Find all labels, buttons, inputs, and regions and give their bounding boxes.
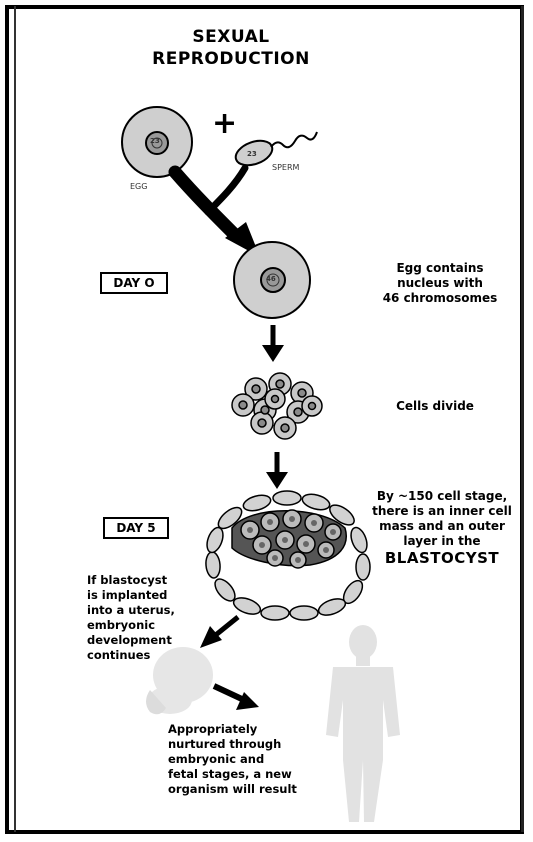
egg-description-line-2: nucleus with <box>375 276 505 291</box>
arrow-to-embryo <box>200 617 238 648</box>
implantation-line-6: continues <box>87 648 197 663</box>
blastocyst-description-line-2: there is an inner cell <box>362 504 522 519</box>
day-5-label: DAY 5 <box>103 517 169 539</box>
egg-description-line-3: 46 chromosomes <box>375 291 505 306</box>
organism-figure <box>326 625 400 822</box>
blastocyst-description-line-4: layer in the <box>362 534 522 549</box>
egg-nucleus-number: 23 <box>150 137 160 145</box>
implantation-line-4: embryonic <box>87 618 197 633</box>
blastocyst-description-line-1: By ~150 cell stage, <box>362 489 522 504</box>
implantation-line-5: development <box>87 633 197 648</box>
implantation-line-3: into a uterus, <box>87 603 197 618</box>
organism-line-5: organism will result <box>168 782 328 797</box>
egg-description: Egg contains nucleus with 46 chromosomes <box>375 261 505 306</box>
blastocyst-description-line-3: mass and an outer <box>362 519 522 534</box>
blastocyst-term: BLASTOCYST <box>362 549 522 567</box>
sperm-label: SPERM <box>272 163 299 172</box>
organism-line-2: nurtured through <box>168 737 328 752</box>
egg-label: EGG <box>130 182 147 191</box>
plus-sign: + <box>212 109 237 139</box>
cell-cluster <box>232 373 322 439</box>
implantation-line-2: is implanted <box>87 588 197 603</box>
inner-cell-mass <box>232 510 346 568</box>
arrow-down-1 <box>262 325 284 362</box>
organism-line-3: embryonic and <box>168 752 328 767</box>
organism-line-4: fetal stages, a new <box>168 767 328 782</box>
implantation-line-1: If blastocyst <box>87 573 197 588</box>
arrow-to-organism <box>214 686 259 710</box>
arrow-down-2 <box>266 452 288 489</box>
cells-divide-caption: Cells divide <box>380 399 490 414</box>
sperm-nucleus-number: 23 <box>247 150 257 158</box>
blastocyst-description: By ~150 cell stage, there is an inner ce… <box>362 489 522 567</box>
zygote-nucleus-number: 46 <box>266 275 276 283</box>
day-0-label: DAY O <box>100 272 168 294</box>
egg-description-line-1: Egg contains <box>375 261 505 276</box>
fertilization-arrow <box>175 168 260 257</box>
implantation-description: If blastocyst is implanted into a uterus… <box>87 573 197 663</box>
organism-description: Appropriately nurtured through embryonic… <box>168 722 328 797</box>
organism-line-1: Appropriately <box>168 722 328 737</box>
